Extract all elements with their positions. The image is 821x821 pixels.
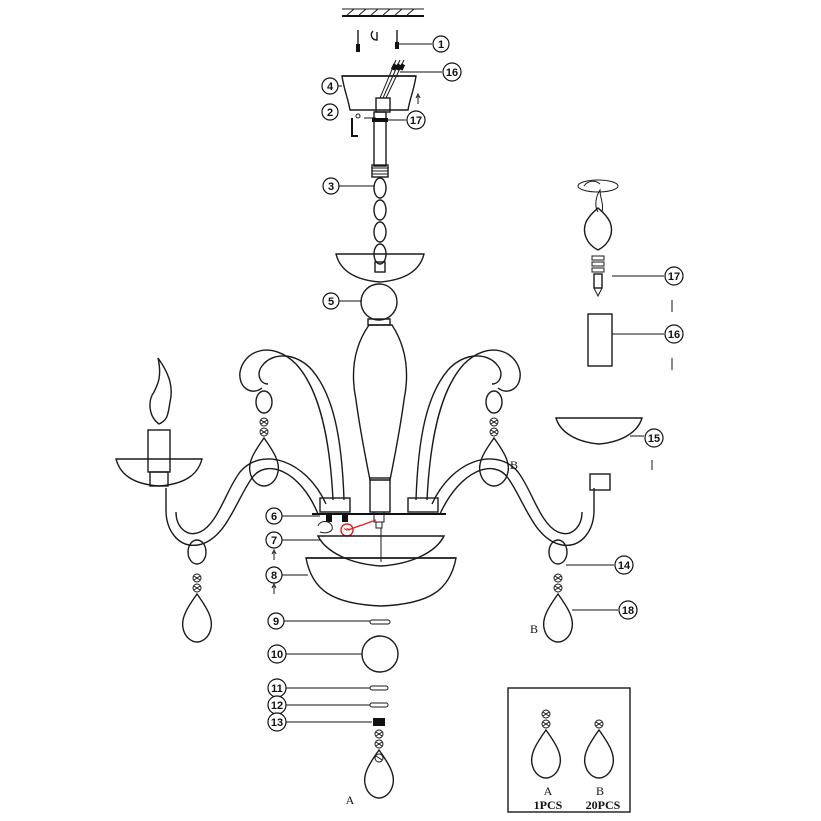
left-candle [115, 357, 203, 487]
large-bowl [305, 557, 457, 607]
leader-lines [282, 43, 664, 723]
svg-text:16: 16 [446, 67, 458, 79]
svg-text:⌁: ⌁ [343, 522, 350, 536]
small-bowl [316, 528, 446, 567]
svg-text:8: 8 [271, 570, 277, 582]
legend-crystal-b [583, 719, 615, 779]
bottom-crystal [363, 729, 395, 799]
callout-11: 11 [267, 678, 287, 698]
rod-and-chain [371, 111, 389, 273]
canopy [341, 75, 421, 113]
upper-ball [360, 283, 398, 326]
callout-12: 12 [267, 695, 287, 715]
bottom-crystal-extra [374, 753, 384, 763]
callout-5: 5 [322, 292, 340, 310]
callout-2: 2 [321, 103, 339, 121]
ceiling [342, 8, 424, 17]
svg-text:1: 1 [438, 39, 444, 51]
label-b-upper-right: B [510, 458, 518, 472]
wire-highlight: ⌁ [340, 519, 377, 537]
top-cup [335, 253, 425, 283]
legend-a-qty: 1PCS [534, 798, 563, 812]
callout-17-top: 17 [406, 110, 426, 130]
callout-18: 18 [618, 600, 638, 620]
svg-text:16: 16 [668, 329, 680, 341]
svg-text:6: 6 [271, 511, 277, 523]
assembly-arrows [271, 548, 277, 594]
svg-text:10: 10 [271, 649, 283, 661]
label-b-lower-right: B [530, 622, 538, 636]
l-bracket [351, 113, 376, 137]
right-candle-socket [589, 473, 611, 491]
upper-right-crystal [478, 417, 510, 487]
central-column [352, 324, 408, 513]
callout-6: 6 [265, 507, 283, 525]
callout-16-top: 16 [442, 62, 462, 82]
callout-7: 7 [265, 531, 283, 549]
svg-text:15: 15 [648, 433, 660, 445]
lower-arms [165, 458, 595, 565]
callout-16-right: 16 [664, 324, 684, 344]
callout-4: 4 [321, 77, 339, 95]
spare-cup [555, 417, 653, 470]
legend-crystal-a [530, 709, 562, 779]
svg-text:18: 18 [622, 605, 634, 617]
svg-text:12: 12 [271, 700, 283, 712]
callout-10: 10 [267, 644, 287, 664]
svg-text:11: 11 [271, 683, 283, 695]
svg-text:2: 2 [327, 107, 333, 119]
spare-bulb [577, 179, 673, 312]
callout-13: 13 [267, 712, 287, 732]
crystal-legend: A 1PCS B 20PCS [507, 687, 631, 813]
legend-a-letter: A [544, 784, 553, 798]
bottom-small-parts [361, 619, 399, 726]
svg-text:9: 9 [273, 616, 279, 628]
svg-text:17: 17 [410, 115, 422, 127]
svg-text:17: 17 [668, 271, 680, 283]
lower-left-crystal [181, 573, 213, 643]
base-plate [312, 511, 446, 534]
callout-3: 3 [322, 177, 340, 195]
ceiling-screws [356, 30, 399, 52]
svg-text:3: 3 [328, 181, 334, 193]
callout-8: 8 [265, 566, 283, 584]
svg-text:5: 5 [328, 296, 334, 308]
callout-1: 1 [432, 35, 450, 53]
callout-9: 9 [267, 612, 285, 630]
label-a-bottom: A [346, 793, 355, 807]
svg-text:7: 7 [271, 535, 277, 547]
callout-15: 15 [644, 428, 664, 448]
svg-text:14: 14 [618, 560, 631, 572]
svg-text:4: 4 [327, 81, 334, 93]
upper-arms [239, 349, 521, 513]
candle-sleeve [587, 313, 673, 370]
lower-right-crystal [542, 573, 574, 643]
callout-17-right: 17 [664, 266, 684, 286]
supply-wires [379, 59, 406, 99]
legend-b-letter: B [596, 784, 604, 798]
legend-b-qty: 20PCS [586, 798, 621, 812]
callout-14: 14 [614, 555, 634, 575]
svg-text:13: 13 [271, 717, 283, 729]
